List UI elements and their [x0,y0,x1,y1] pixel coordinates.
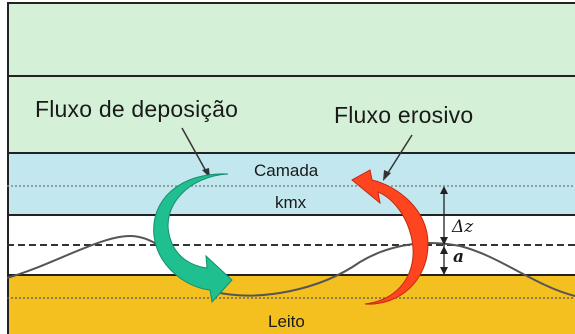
erosive-pointer-head [383,170,391,181]
delta-z-label: Δz [452,217,474,237]
delta-z-arrow-down-icon [440,237,448,245]
deposition-arrow-icon [153,173,233,304]
deposition-pointer-line [181,127,208,174]
deposition-flux-label: Fluxo de deposição [35,96,239,122]
delta-z-arrow-up-icon [440,186,448,194]
active-layer-band [7,153,575,215]
erosive-flux-label: Fluxo erosivo [334,102,474,128]
erosive-arrow-icon [351,169,429,305]
bed-band [7,275,575,334]
bed-label: Leito [268,312,305,331]
a-arrow-up-icon [440,246,448,254]
upper-layer-band [7,3,575,153]
a-label: a [453,247,465,267]
layer-label-line1: Camada [254,161,319,180]
erosive-pointer-line [385,134,413,177]
a-arrow-down-icon [440,267,448,275]
layer-label-line2: kmx [275,193,307,212]
bed-form-wave [6,234,575,297]
